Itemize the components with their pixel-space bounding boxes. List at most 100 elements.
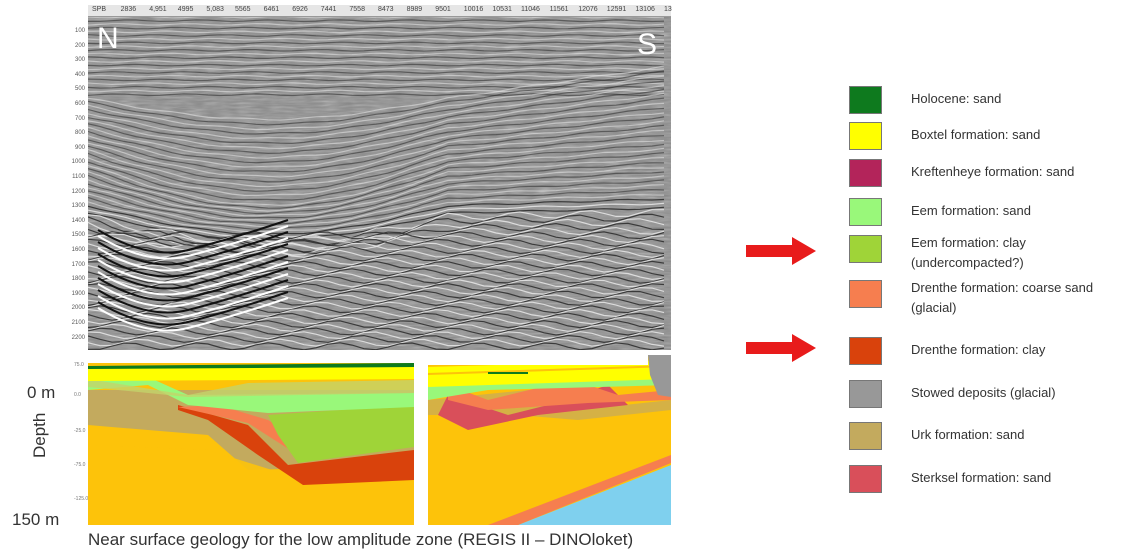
seismic-reflector	[88, 37, 665, 41]
legend-label: Eem formation: clay(undercompacted?)	[911, 235, 1026, 270]
seismic-reflector	[88, 157, 665, 212]
seismic-reflector	[88, 85, 665, 89]
seismic-reflector	[88, 189, 665, 231]
legend-swatch	[849, 380, 882, 408]
seismic-reflector	[88, 107, 665, 164]
seismic-reflector	[88, 116, 665, 173]
left-tick-label: 1700	[71, 261, 85, 268]
seismic-reflector	[88, 19, 665, 23]
seismic-reflector	[88, 30, 665, 34]
legend-label: Kreftenheye formation: sand	[911, 164, 1075, 179]
top-tick-label: 4995	[177, 6, 194, 13]
left-tick-label: 1000	[71, 159, 85, 166]
seismic-reflector	[88, 139, 665, 197]
left-tick-label: 700	[74, 115, 85, 122]
legend-swatch	[849, 280, 882, 308]
seismic-reflector	[88, 147, 665, 206]
top-tick-label: 8989	[406, 6, 423, 13]
seismic-reflector	[88, 124, 665, 183]
seismic-reflector	[88, 171, 665, 219]
top-tick-label: 6926	[292, 6, 308, 13]
left-tick-label: 900	[74, 144, 85, 151]
legend-swatch	[849, 122, 882, 150]
depth-top-label: 0 m	[27, 383, 56, 402]
legend-swatch	[849, 337, 882, 365]
north-label: N	[97, 22, 119, 55]
depth-axis-title: Depth	[30, 412, 49, 458]
seismic-reflector	[88, 80, 665, 135]
seismic-reflector	[88, 193, 665, 233]
arrow-drenthe-clay-icon	[746, 334, 816, 362]
seismic-reflector	[88, 143, 665, 201]
geology-cross-section-left	[88, 355, 414, 525]
seismic-reflector	[88, 74, 665, 78]
left-tick-label: 1500	[71, 232, 85, 239]
left-tick-label: 2100	[71, 320, 85, 326]
top-tick-label: 13	[664, 6, 672, 13]
seismic-reflector	[88, 63, 665, 67]
seismic-reflector	[88, 93, 665, 97]
xsec-tick: -125.0	[74, 496, 89, 502]
seismic-reflector	[88, 179, 665, 225]
seismic-reflector	[88, 290, 665, 299]
top-tick-label: 13106	[635, 6, 655, 13]
legend-label: Boxtel formation: sand	[911, 127, 1041, 142]
left-tick-label: 800	[74, 130, 85, 137]
seismic-reflector	[88, 308, 665, 318]
top-tick-label: 10531	[492, 6, 512, 13]
legend-swatch	[849, 422, 882, 450]
seismic-reflector	[88, 78, 665, 82]
seismic-reflector	[88, 209, 664, 246]
seismic-reflector	[97, 219, 289, 254]
seismic-reflector	[97, 255, 289, 290]
left-tick-label: 1900	[71, 290, 85, 297]
legend-swatch	[849, 198, 882, 226]
seismic-reflector	[88, 334, 665, 344]
top-tick-label: 9501	[435, 6, 451, 13]
seismic-reflector	[88, 260, 665, 270]
seismic-reflector	[97, 279, 289, 314]
legend-label: Urk formation: sand	[911, 427, 1025, 442]
top-tick-label: 12076	[578, 6, 598, 13]
left-tick-label: 600	[74, 101, 85, 107]
left-tick-label: 1300	[71, 203, 85, 210]
seismic-reflector	[88, 56, 665, 60]
seismic-section	[88, 5, 671, 350]
seismic-reflector	[88, 52, 664, 56]
seismic-reflector	[88, 198, 665, 235]
legend-swatch	[849, 86, 882, 114]
seismic-reflector	[88, 202, 665, 238]
seismic-reflector	[88, 88, 665, 145]
seismic-reflector	[88, 71, 665, 74]
top-tick-label: 5565	[235, 6, 251, 13]
seismic-reflector	[88, 41, 665, 45]
top-tick-label: 12591	[606, 6, 627, 13]
seismic-reflector	[97, 267, 289, 302]
top-tick-label: 5,083	[206, 6, 224, 13]
seismic-reflector	[88, 70, 665, 126]
left-tick-label: 2000	[71, 305, 85, 312]
left-tick-label: 1200	[71, 188, 85, 195]
seismic-reflector	[88, 65, 665, 121]
seismic-reflector	[88, 34, 665, 37]
seismic-reflector	[88, 238, 665, 247]
top-tick-label: 4,951	[149, 6, 167, 13]
left-tick-label: 1800	[71, 276, 85, 283]
legend-swatch	[849, 235, 882, 263]
legend-label: Sterksel formation: sand	[911, 470, 1052, 485]
seismic-reflector	[88, 213, 665, 249]
seismic-reflector	[88, 249, 665, 258]
arrow-eem-clay-icon	[746, 237, 816, 265]
seismic-reflector	[88, 135, 665, 192]
left-tick-label: 300	[74, 57, 85, 64]
xsec-tick: -25.0	[74, 428, 86, 434]
seismic-reflector	[88, 331, 665, 340]
seismic-reflector	[88, 301, 665, 310]
seismic-reflector	[88, 129, 665, 188]
left-tick-label: 200	[74, 42, 85, 49]
seismic-reflector	[88, 312, 665, 321]
seismic-reflector	[88, 45, 665, 49]
left-tick-label: 500	[74, 86, 85, 93]
